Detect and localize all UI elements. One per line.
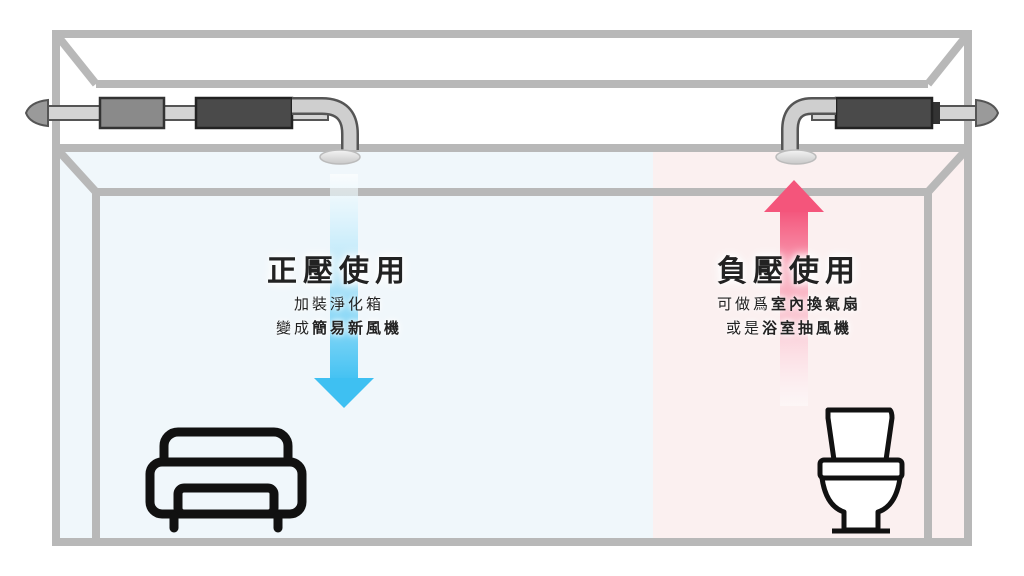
positive-line-2-highlight: 簡易新風機 xyxy=(312,319,403,337)
negative-line-1-highlight: 室內換氣扇 xyxy=(771,295,862,313)
positive-pressure-title: 正壓使用 xyxy=(267,254,411,289)
positive-pressure-description: 加裝淨化箱 變成簡易新風機 xyxy=(204,292,474,340)
negative-pressure-title: 負壓使用 xyxy=(717,254,861,289)
supply-airflow-arrow xyxy=(314,174,374,408)
left-outside-vent-hood-icon xyxy=(24,98,49,128)
room-frame xyxy=(52,30,972,546)
negative-line-1-prefix: 可做爲 xyxy=(716,295,771,313)
right-outside-vent-hood-icon xyxy=(975,98,1000,128)
negative-line-2-highlight: 浴室抽風機 xyxy=(762,319,853,337)
positive-line-2: 變成簡易新風機 xyxy=(204,316,474,340)
exhaust-air-vent-icon xyxy=(775,149,817,165)
exhaust-airflow-arrow xyxy=(764,180,824,406)
right-duct-system xyxy=(775,96,1000,165)
negative-line-2: 或是浴室抽風機 xyxy=(654,316,924,340)
positive-line-1: 加裝淨化箱 xyxy=(293,295,384,313)
left-fan-unit-icon xyxy=(194,96,294,130)
negative-line-1: 可做爲室內換氣扇 xyxy=(654,292,924,316)
right-fan-unit-icon xyxy=(834,96,934,130)
positive-line-2-prefix: 變成 xyxy=(275,319,312,337)
toilet-icon xyxy=(817,407,905,534)
sofa-icon xyxy=(145,427,307,533)
negative-pressure-zone xyxy=(653,150,965,540)
left-duct-system xyxy=(24,96,361,165)
supply-air-vent-icon xyxy=(319,149,361,165)
purifier-box-icon xyxy=(98,96,166,130)
negative-pressure-description: 可做爲室內換氣扇 或是浴室抽風機 xyxy=(654,292,924,340)
negative-line-2-prefix: 或是 xyxy=(725,319,762,337)
